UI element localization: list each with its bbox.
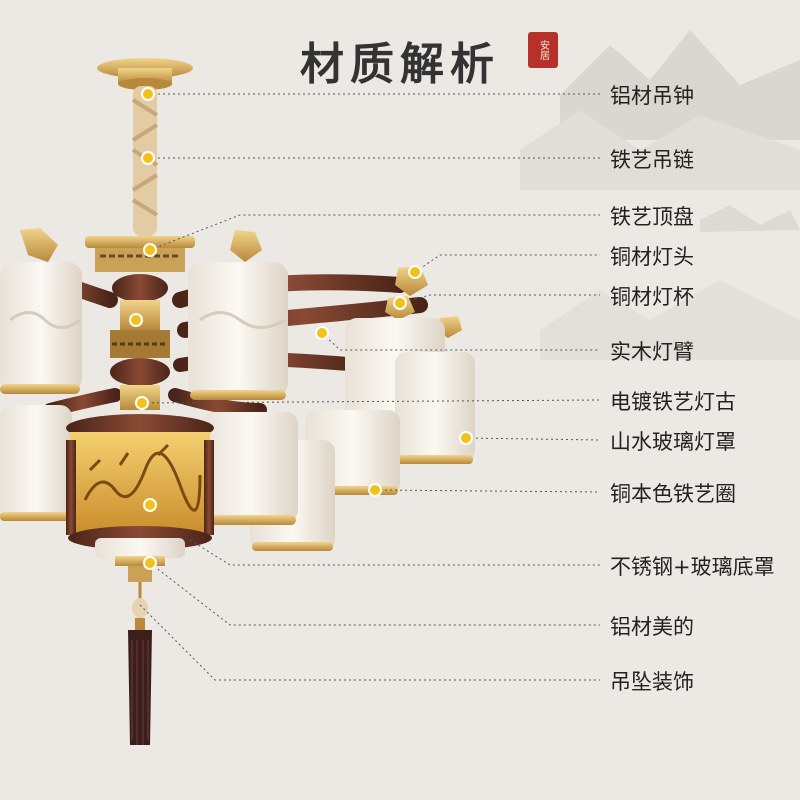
central-column: [110, 274, 170, 410]
label-copper-iron-ring: 铜本色铁艺圈: [610, 482, 736, 506]
label-iron-chain: 铁艺吊链: [610, 148, 694, 172]
top-plate: [85, 236, 195, 272]
ceiling-canopy: [97, 58, 193, 90]
label-plated-iron: 电镀铁艺灯古: [610, 390, 736, 414]
callout-markers: [129, 87, 473, 570]
page-title: 材质解析: [300, 39, 500, 90]
label-aluminum-decor: 铝材美的: [610, 615, 694, 639]
label-landscape-shade: 山水玻璃灯罩: [610, 430, 736, 454]
central-drum: [66, 414, 214, 550]
label-copper-lamp-cup: 铜材灯杯: [610, 285, 694, 309]
label-iron-top-plate: 铁艺顶盘: [610, 205, 694, 229]
label-wood-arm: 实木灯臂: [610, 340, 694, 364]
label-pendant-decor: 吊坠装饰: [610, 670, 694, 694]
label-steel-glass-bottom: 不锈钢+玻璃底罩: [610, 555, 775, 579]
seal-stamp: 安居: [528, 32, 558, 68]
label-copper-lamp-head: 铜材灯头: [610, 245, 694, 269]
bottom-cap: [95, 538, 185, 582]
label-aluminum-bell: 铝材吊钟: [610, 84, 694, 108]
lamp-shades-left: [0, 262, 82, 521]
pendant-tassel: [128, 582, 152, 745]
mountain-background: [520, 30, 800, 360]
lamp-shades-front: [9, 262, 298, 525]
leader-lines: [139, 93, 601, 681]
